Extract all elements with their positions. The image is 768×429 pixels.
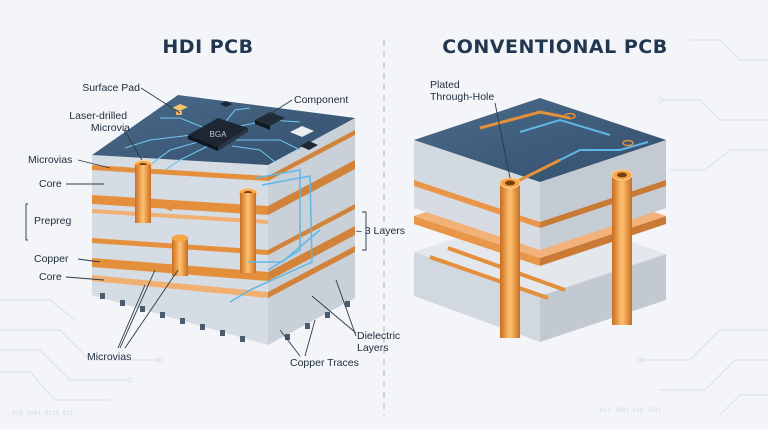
- label-core-bottom: Core: [39, 271, 62, 283]
- conventional-labels: Plated Through-Hole: [430, 79, 511, 179]
- label-dielectric-layers: Dielectric Layers: [357, 330, 403, 354]
- leader-dielectric-layers: [311, 279, 357, 337]
- plated-through-holes: [499, 169, 633, 338]
- label-surface-pad: Surface Pad: [82, 82, 140, 94]
- leader-copper-traces: [279, 319, 316, 357]
- hdi-components: [172, 101, 318, 150]
- leader-microvias-top: [77, 159, 111, 169]
- label-plated-line2: Through-Hole: [430, 91, 494, 103]
- leader-plated-through-hole: [494, 102, 511, 179]
- label-laser-drilled-line1: Laser-drilled: [69, 110, 127, 122]
- svg-text:010 1001 0110 011: 010 1001 0110 011: [12, 410, 74, 417]
- hdi-via-barrels: [135, 165, 256, 276]
- label-dielectric-line1: Dielectric: [357, 330, 400, 342]
- leader-core-bottom: [65, 276, 105, 281]
- label-plated-through-hole: Plated Through-Hole: [430, 79, 494, 103]
- conventional-title: CONVENTIONAL PCB: [442, 36, 667, 58]
- label-dielectric-line2: Layers: [357, 342, 389, 354]
- svg-text:011 1001 010 1101: 011 1001 010 1101: [600, 407, 662, 414]
- hdi-inner-traces: [229, 169, 321, 303]
- label-plated-line1: Plated: [430, 79, 460, 91]
- hdi-title: HDI PCB: [162, 36, 253, 58]
- label-laser-drilled-line2: Microvia: [91, 122, 130, 134]
- hdi-labels: Surface Pad Laser-drilled Microvia Compo…: [25, 82, 405, 369]
- label-copper: Copper: [34, 253, 69, 265]
- conventional-copper-traces: [479, 110, 571, 186]
- leader-copper: [77, 258, 101, 263]
- leader-component: [269, 99, 293, 115]
- label-component: Component: [294, 94, 348, 106]
- label-microvias-top: Microvias: [28, 154, 72, 166]
- background-circuit-traces: 010 1001 0110 011 011 1001 010 1101: [0, 39, 768, 417]
- hdi-bottom-pins: [100, 293, 350, 342]
- leader-surface-pad: [140, 87, 181, 114]
- label-core-top: Core: [39, 178, 62, 190]
- label-laser-drilled-microvia: Laser-drilled Microvia: [69, 110, 130, 134]
- bga-chip-label: BGA: [210, 130, 228, 139]
- label-prepreg: Prepreg: [34, 215, 72, 227]
- hdi-board: BGA: [92, 95, 355, 345]
- bracket-three-layers: [362, 211, 367, 251]
- label-three-layers: – 3 Layers: [356, 225, 405, 237]
- bracket-prepreg: [25, 203, 28, 241]
- bga-chip: BGA: [188, 118, 248, 151]
- leader-microvias-bottom: [117, 269, 179, 349]
- leader-laser-drilled-microvia: [123, 129, 143, 161]
- conventional-board: [414, 98, 666, 342]
- label-copper-traces: Copper Traces: [290, 357, 359, 369]
- label-microvias-bottom: Microvias: [87, 351, 131, 363]
